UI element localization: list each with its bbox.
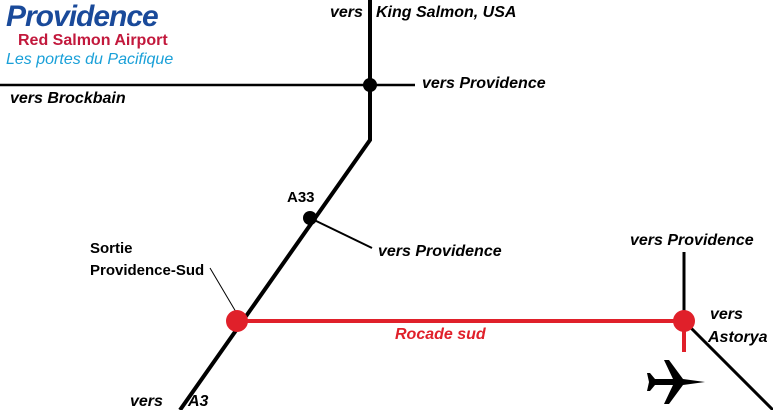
- label-east-right: vers Providence: [630, 232, 754, 249]
- airplane-icon: [647, 360, 705, 404]
- label-east-top: vers Providence: [422, 75, 546, 92]
- label-exit-line2: Providence-Sud: [90, 262, 205, 279]
- label-west: vers Brockbain: [10, 90, 126, 107]
- label-south-dest: A3: [188, 393, 209, 410]
- logo-name: Providence: [6, 0, 159, 33]
- label-rocade-sud: Rocade sud: [395, 326, 486, 343]
- label-a33: A33: [287, 189, 315, 206]
- label-south-vers: vers: [130, 393, 163, 410]
- exit-leader-line: [209, 267, 237, 313]
- main-road: [178, 0, 372, 410]
- label-north-vers: vers: [330, 4, 363, 21]
- providence-logo: Providence Red Salmon Airport Les portes…: [6, 2, 173, 70]
- label-se-vers: vers: [710, 306, 743, 323]
- logo-tagline: Les portes du Pacifique: [6, 51, 174, 68]
- label-a33-branch: vers Providence: [378, 243, 502, 260]
- label-north-dest: King Salmon, USA: [376, 4, 517, 21]
- junction-a33: [303, 211, 317, 225]
- junction-north: [363, 78, 377, 92]
- label-se-dest: Astorya: [708, 329, 768, 346]
- road-astorya: [682, 319, 773, 410]
- logo-subtitle: Red Salmon Airport: [18, 32, 168, 49]
- junction-exit-west: [226, 310, 248, 332]
- junction-exit-east: [673, 310, 695, 332]
- road-a33-branch: [309, 217, 373, 249]
- label-exit-line1: Sortie: [90, 240, 133, 257]
